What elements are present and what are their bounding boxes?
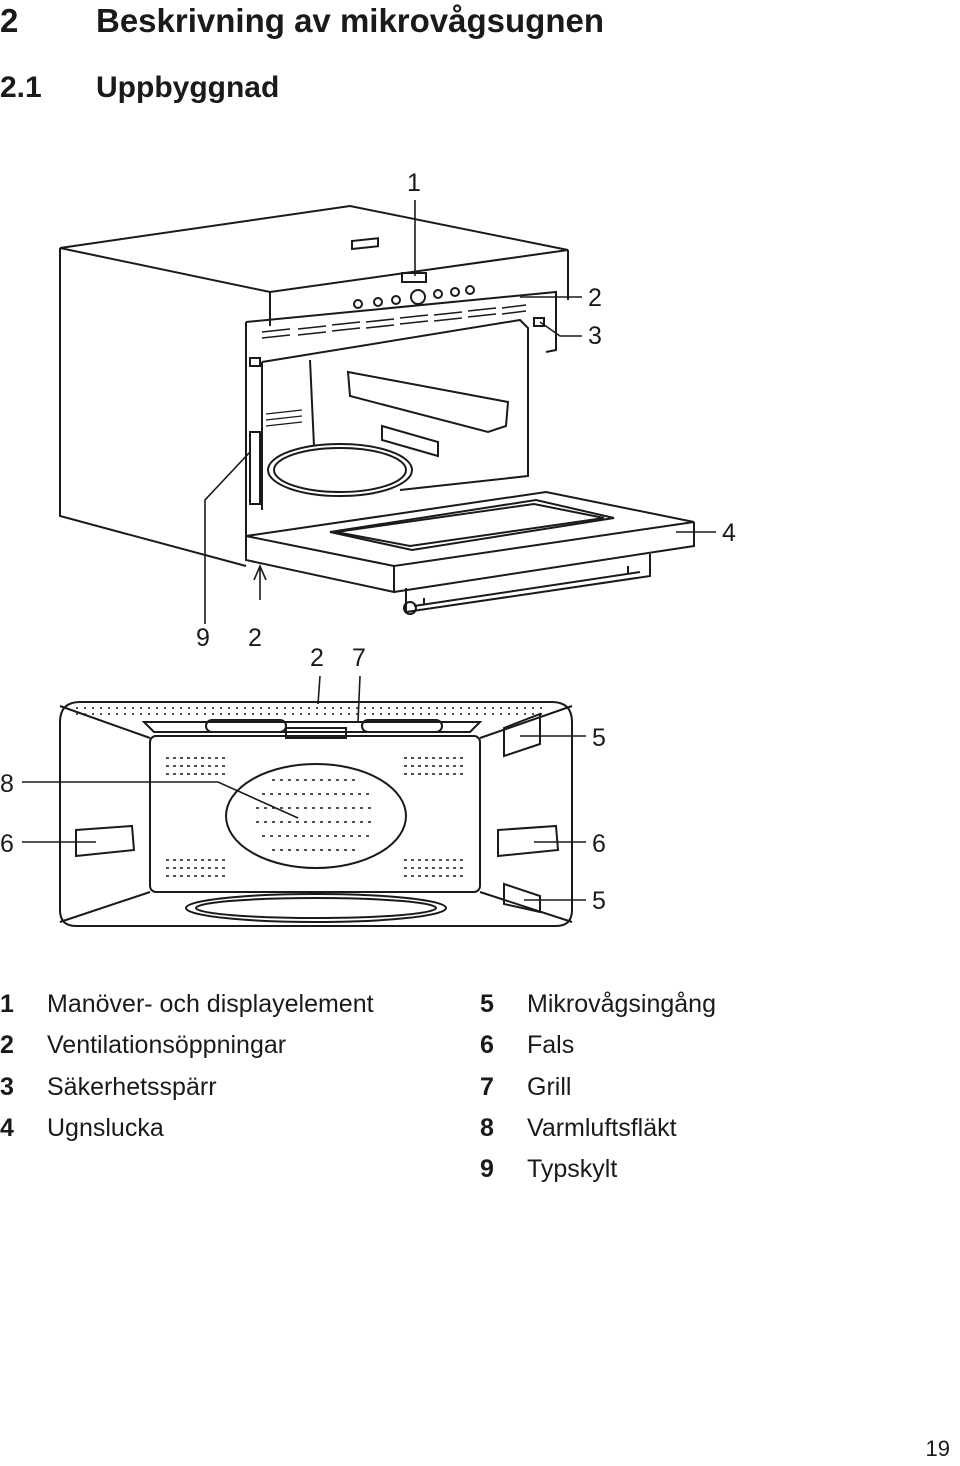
- chapter-title: Beskrivning av mikrovågsugnen: [96, 2, 605, 39]
- callout-5: 5: [592, 724, 606, 752]
- callout-6-right: 6: [592, 830, 606, 858]
- callout-1: 1: [407, 169, 421, 197]
- page-number: 19: [925, 1436, 950, 1461]
- callout-4: 4: [722, 519, 736, 547]
- oven-perspective-drawing: [59, 204, 695, 615]
- chapter-heading: 2 Beskrivning av mikrovågsugnen: [0, 0, 604, 42]
- callout-2b: 2: [248, 624, 262, 652]
- oven-front-cavity-drawing: [59, 701, 573, 927]
- section-number: 2.1: [0, 71, 42, 104]
- section-heading: 2.1 Uppbyggnad: [0, 68, 279, 108]
- callout-6-left: 6: [0, 830, 14, 858]
- chapter-number: 2: [0, 2, 19, 39]
- callout-2: 2: [588, 284, 602, 312]
- callout-2c: 2: [310, 644, 324, 672]
- callout-leaders: [22, 200, 716, 901]
- section-title: Uppbyggnad: [96, 71, 280, 104]
- oven-illustration: 1 2 3 4 9 2 2 7 5 8 6 6 5: [0, 169, 736, 927]
- callout-9: 9: [196, 624, 210, 652]
- callout-3: 3: [588, 322, 602, 350]
- callout-5b: 5: [592, 887, 606, 915]
- callout-8: 8: [0, 770, 14, 798]
- callout-7: 7: [352, 644, 366, 672]
